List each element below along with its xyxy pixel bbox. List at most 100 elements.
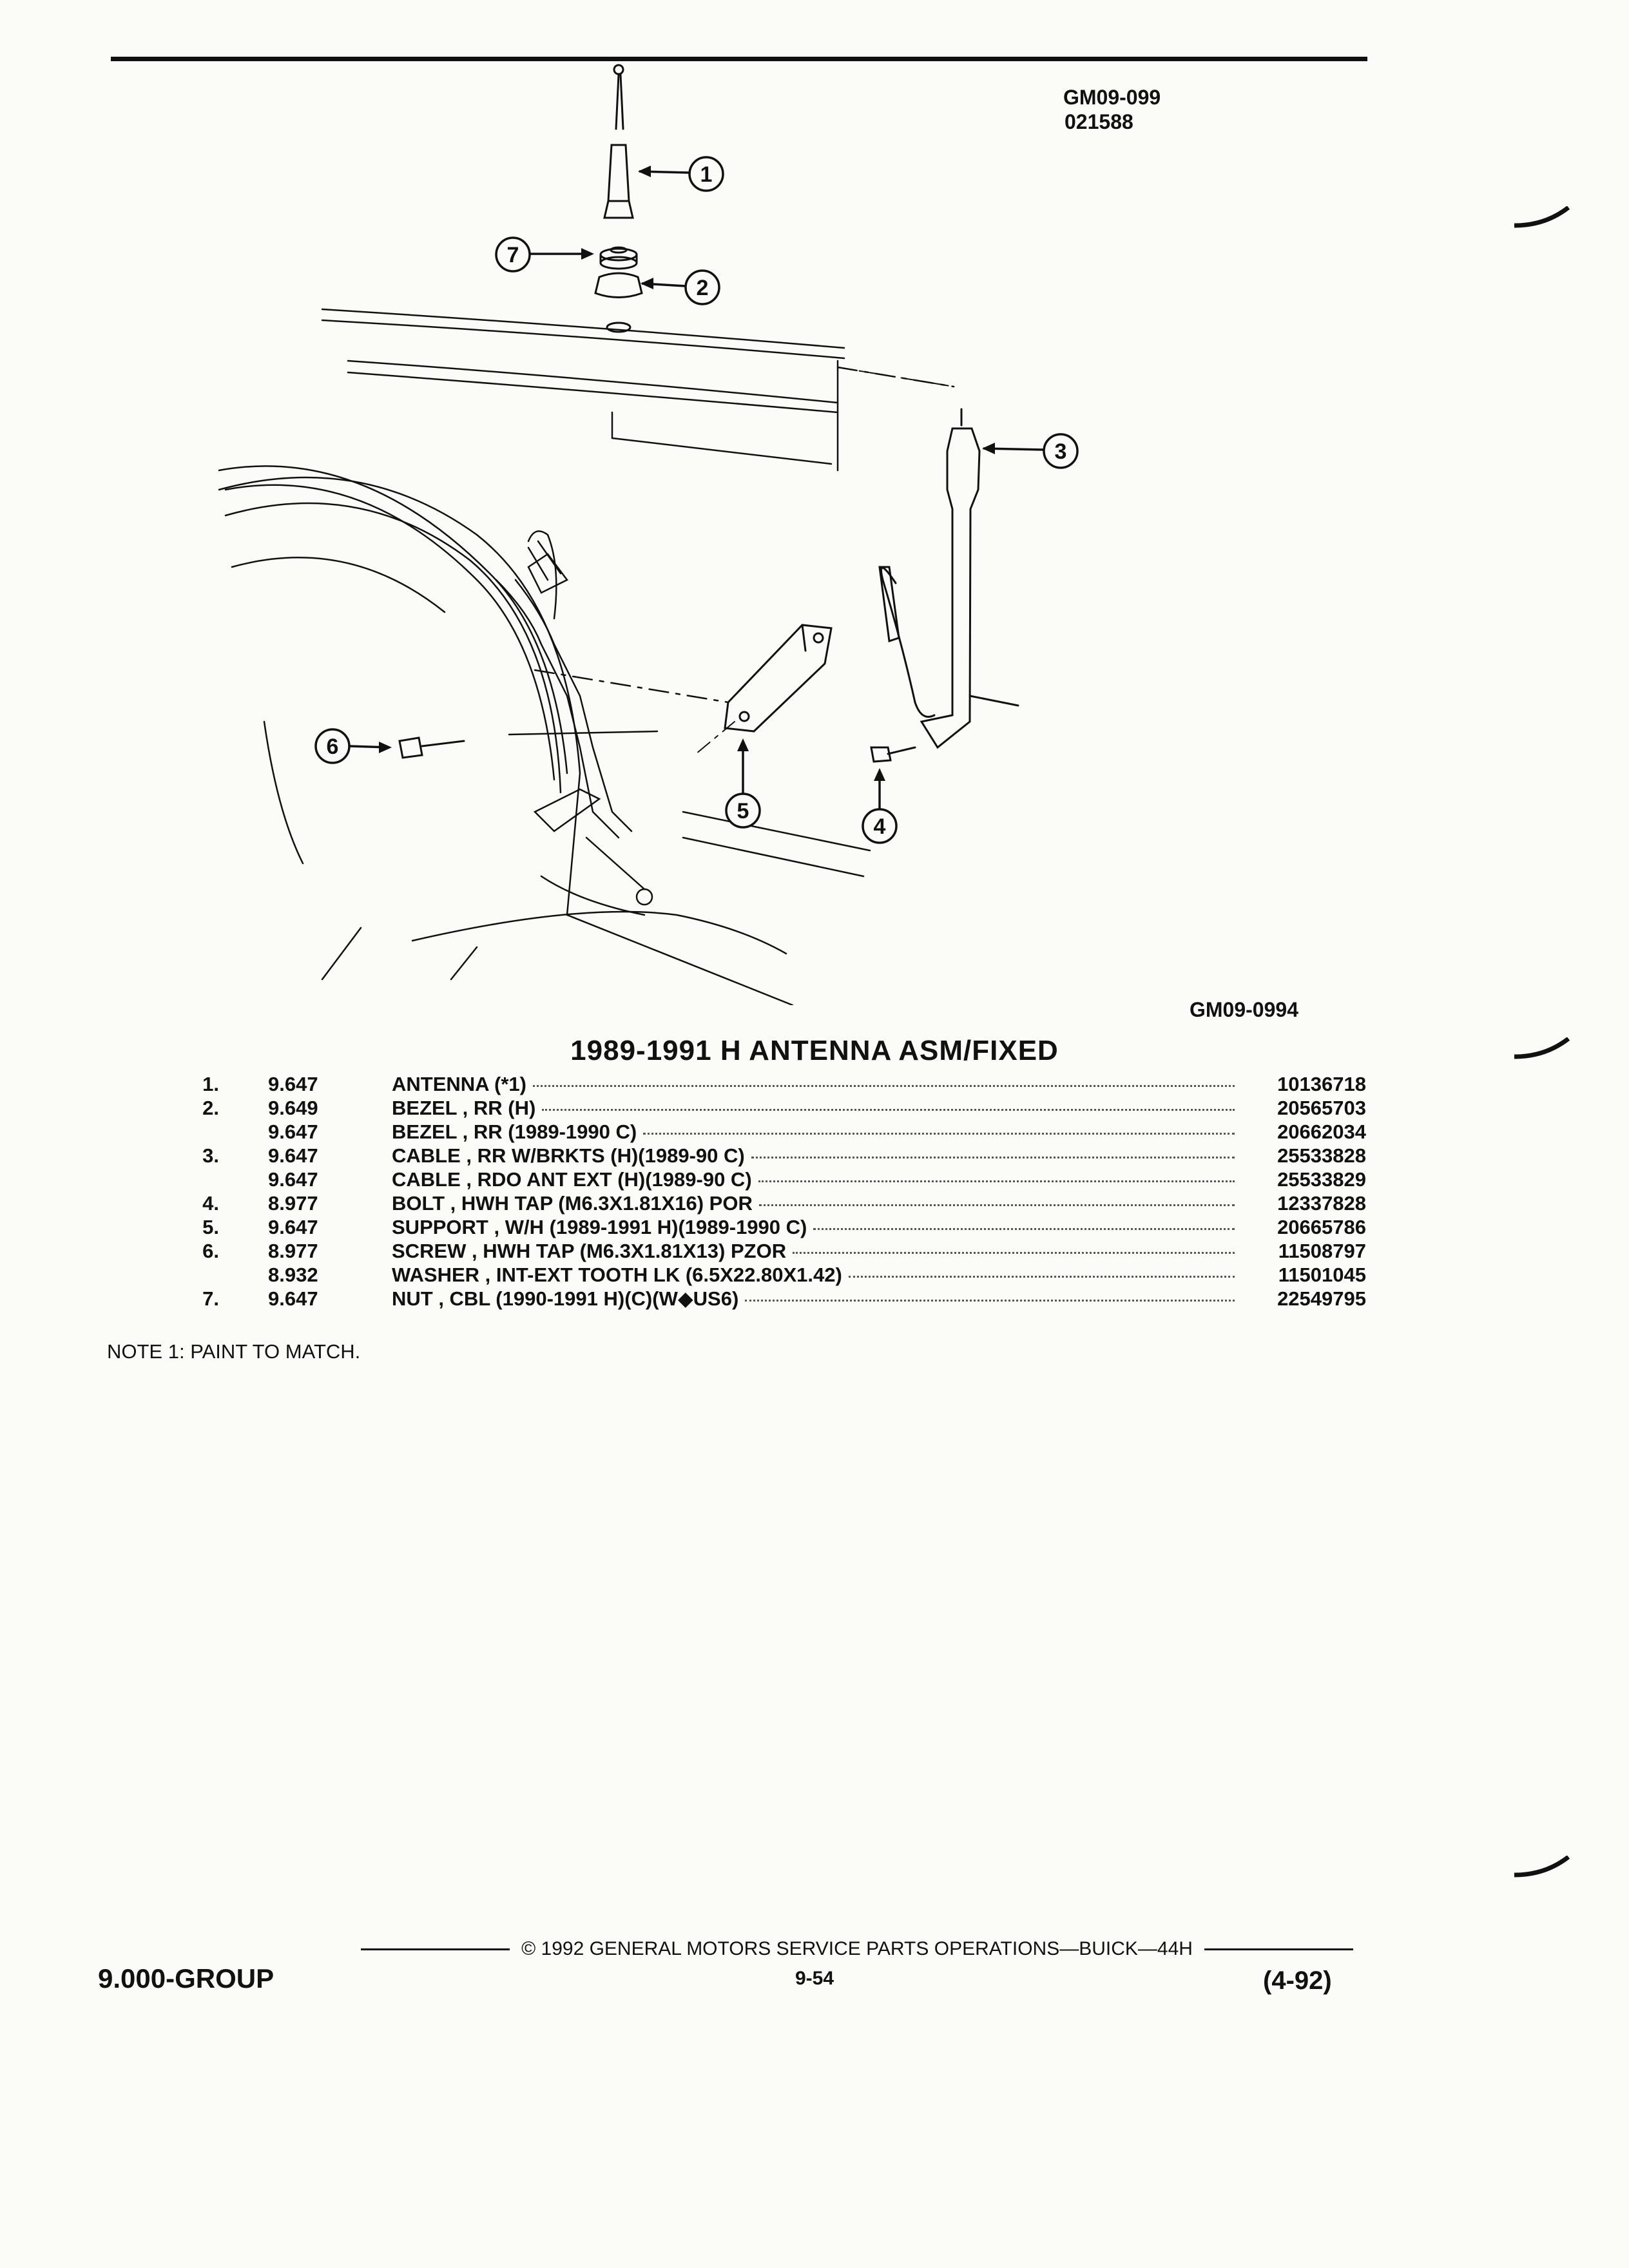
part-description: CABLE , RR W/BRKTS (H)(1989-90 C) bbox=[392, 1144, 745, 1167]
group-number: 8.977 bbox=[268, 1240, 318, 1262]
description-cell: ANTENNA (*1) bbox=[378, 1072, 1244, 1096]
page-title: 1989-1991 H ANTENNA ASM/FIXED bbox=[570, 1035, 1059, 1066]
group-number: 9.647 bbox=[268, 1144, 318, 1167]
parts-row: 9.647 CABLE , RDO ANT EXT (H)(1989-90 C) 2… bbox=[142, 1168, 1366, 1191]
item-number: 6. bbox=[202, 1240, 219, 1262]
item-number: 3. bbox=[202, 1144, 219, 1167]
part-number: 11501045 bbox=[1278, 1264, 1366, 1286]
dot-leader bbox=[643, 1132, 1235, 1135]
part-number: 10136718 bbox=[1277, 1073, 1366, 1095]
callout-1-label: 1 bbox=[700, 162, 713, 187]
parts-row: 3. 9.647 CABLE , RR W/BRKTS (H)(1989-90 C)… bbox=[142, 1144, 1366, 1168]
binder-mark bbox=[1514, 1856, 1570, 1878]
binder-mark bbox=[1514, 206, 1570, 228]
description-cell: BEZEL , RR (H) bbox=[378, 1096, 1244, 1120]
callout-2: 2 bbox=[641, 269, 720, 305]
parts-row: 6. 8.977 SCREW , HWH TAP (M6.3X1.81X13) PZ… bbox=[142, 1239, 1366, 1263]
callout-4: 4 bbox=[862, 768, 898, 844]
description-cell: WASHER , INT-EXT TOOTH LK (6.5X22.80X1.4… bbox=[378, 1263, 1244, 1287]
part-number: 20665786 bbox=[1277, 1216, 1366, 1238]
description-cell: CABLE , RR W/BRKTS (H)(1989-90 C) bbox=[378, 1144, 1244, 1168]
part-description: NUT , CBL (1990-1991 H)(C)(W◆US6) bbox=[392, 1287, 739, 1310]
callout-4-label: 4 bbox=[874, 814, 886, 839]
group-number: 9.647 bbox=[268, 1073, 318, 1095]
antenna-mast bbox=[603, 64, 634, 219]
footer-revision: (4-92) bbox=[1263, 1966, 1332, 1995]
dot-leader bbox=[542, 1108, 1235, 1111]
part-description: ANTENNA (*1) bbox=[392, 1073, 526, 1095]
part-description: CABLE , RDO ANT EXT (H)(1989-90 C) bbox=[392, 1168, 752, 1191]
screw-6 bbox=[398, 736, 465, 759]
part-number: 22549795 bbox=[1277, 1287, 1366, 1310]
cable-assembly bbox=[878, 408, 1019, 749]
quarter-panel bbox=[218, 476, 871, 1005]
description-cell: BOLT , HWH TAP (M6.3X1.81X16) POR bbox=[378, 1191, 1244, 1215]
callout-5: 5 bbox=[725, 738, 761, 829]
item-number: 7. bbox=[202, 1287, 219, 1310]
parts-row: 7. 9.647 NUT , CBL (1990-1991 H)(C)(W◆US6)… bbox=[142, 1287, 1366, 1311]
callout-7: 7 bbox=[495, 236, 594, 273]
group-number: 9.647 bbox=[268, 1168, 318, 1191]
body-panel-lines bbox=[321, 308, 955, 472]
binder-mark bbox=[1514, 1037, 1570, 1059]
callout-5-label: 5 bbox=[737, 799, 749, 823]
nut-bezel bbox=[594, 246, 643, 333]
weatherstrip-harness bbox=[218, 465, 653, 916]
item-number: 2. bbox=[202, 1097, 219, 1119]
dot-leader bbox=[532, 1084, 1235, 1087]
ref-code: GM09-099 bbox=[1063, 86, 1161, 109]
part-description: BEZEL , RR (1989-1990 C) bbox=[392, 1120, 637, 1143]
item-number: 1. bbox=[202, 1073, 219, 1095]
callout-1: 1 bbox=[638, 156, 724, 192]
item-number bbox=[142, 1168, 229, 1191]
top-rule bbox=[111, 57, 1367, 61]
footer-copyright: © 1992 GENERAL MOTORS SERVICE PARTS OPER… bbox=[521, 1938, 1193, 1959]
group-number: 9.647 bbox=[268, 1216, 318, 1238]
item-number: 5. bbox=[202, 1216, 219, 1238]
part-number: 12337828 bbox=[1277, 1192, 1366, 1215]
part-number: 20565703 bbox=[1277, 1097, 1366, 1119]
parts-row: 4. 8.977 BOLT , HWH TAP (M6.3X1.81X16) POR… bbox=[142, 1191, 1366, 1215]
bolt-4 bbox=[870, 746, 916, 763]
group-number: 9.647 bbox=[268, 1287, 318, 1310]
page-number: 9-54 bbox=[795, 1968, 834, 1989]
description-cell: SUPPORT , W/H (1989-1991 H)(1989-1990 C) bbox=[378, 1215, 1244, 1239]
part-number: 20662034 bbox=[1277, 1120, 1366, 1143]
dot-leader bbox=[848, 1275, 1235, 1278]
note: NOTE 1: PAINT TO MATCH. bbox=[107, 1340, 361, 1363]
description-cell: BEZEL , RR (1989-1990 C) bbox=[378, 1120, 1244, 1144]
part-description: SCREW , HWH TAP (M6.3X1.81X13) PZOR bbox=[392, 1240, 787, 1262]
footer-group: 9.000-GROUP bbox=[98, 1963, 275, 1994]
group-number: 8.977 bbox=[268, 1192, 318, 1215]
part-description: BOLT , HWH TAP (M6.3X1.81X16) POR bbox=[392, 1192, 753, 1215]
part-number: 25533829 bbox=[1277, 1168, 1366, 1191]
dot-leader bbox=[813, 1227, 1235, 1230]
antenna-exploded-diagram: 1 2 3 4 5 6 bbox=[218, 64, 1079, 1005]
part-description: SUPPORT , W/H (1989-1991 H)(1989-1990 C) bbox=[392, 1216, 807, 1238]
part-description: WASHER , INT-EXT TOOTH LK (6.5X22.80X1.4… bbox=[392, 1264, 842, 1286]
description-cell: NUT , CBL (1990-1991 H)(C)(W◆US6) bbox=[378, 1287, 1244, 1311]
dot-leader bbox=[745, 1299, 1235, 1302]
description-cell: CABLE , RDO ANT EXT (H)(1989-90 C) bbox=[378, 1168, 1244, 1191]
part-number: 25533828 bbox=[1277, 1144, 1366, 1167]
callout-6: 6 bbox=[314, 728, 392, 764]
callout-3: 3 bbox=[982, 433, 1079, 469]
item-number bbox=[142, 1120, 229, 1144]
ref-date: 021588 bbox=[1065, 110, 1133, 133]
parts-row: 9.647 BEZEL , RR (1989-1990 C) 20662034 bbox=[142, 1120, 1366, 1144]
group-number: 8.932 bbox=[268, 1264, 318, 1286]
callout-2-label: 2 bbox=[697, 276, 709, 300]
dot-leader bbox=[758, 1204, 1235, 1206]
callout-7-label: 7 bbox=[507, 243, 519, 267]
footer-rule-right bbox=[1204, 1948, 1353, 1950]
parts-row: 1. 9.647 ANTENNA (*1) 10136718 bbox=[142, 1072, 1366, 1096]
dot-leader bbox=[793, 1251, 1235, 1254]
support-bracket bbox=[724, 624, 833, 733]
item-number bbox=[142, 1263, 229, 1287]
group-number: 9.647 bbox=[268, 1120, 318, 1143]
figure-id: GM09-0994 bbox=[1190, 998, 1298, 1021]
item-number: 4. bbox=[202, 1192, 219, 1215]
dot-leader bbox=[758, 1180, 1235, 1182]
